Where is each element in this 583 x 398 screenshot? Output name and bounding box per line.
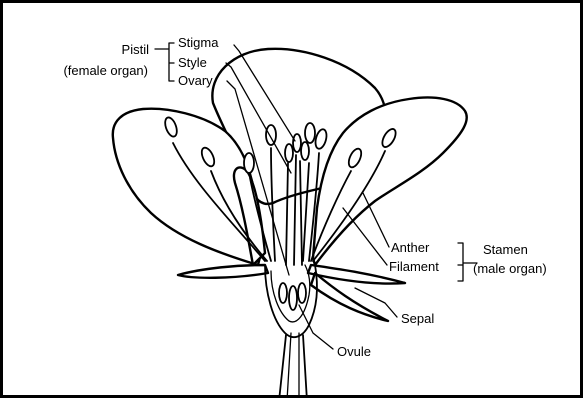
ovule-3: [298, 283, 306, 303]
stigma-2: [293, 134, 301, 152]
stamen-label: Stamen: [483, 242, 528, 257]
anther-8: [305, 123, 315, 143]
stalk-inner: [287, 333, 299, 398]
anther-4: [266, 125, 276, 145]
stigma-3: [301, 142, 309, 160]
pistil-bracket: [155, 43, 174, 81]
stigma-label: Stigma: [178, 35, 219, 50]
pistil-sub-label: (female organ): [63, 63, 148, 78]
filament-label: Filament: [389, 259, 439, 274]
flower-diagram: Pistil (female organ) Stigma Style Ovary…: [3, 3, 583, 398]
sepal-label: Sepal: [401, 311, 434, 326]
filament-leader: [343, 208, 387, 265]
ovary-label: Ovary: [178, 73, 213, 88]
anther-label: Anther: [391, 240, 430, 255]
anther-3: [244, 153, 254, 173]
ovule-2: [289, 286, 297, 310]
style-label: Style: [178, 55, 207, 70]
ovule-1: [279, 283, 287, 303]
pistil-label: Pistil: [122, 42, 150, 57]
sepal-left: [178, 265, 268, 278]
ovule-label: Ovule: [337, 344, 371, 359]
stamen-sub-label: (male organ): [473, 261, 547, 276]
stigma-1: [285, 144, 293, 162]
stalk: [279, 335, 307, 398]
